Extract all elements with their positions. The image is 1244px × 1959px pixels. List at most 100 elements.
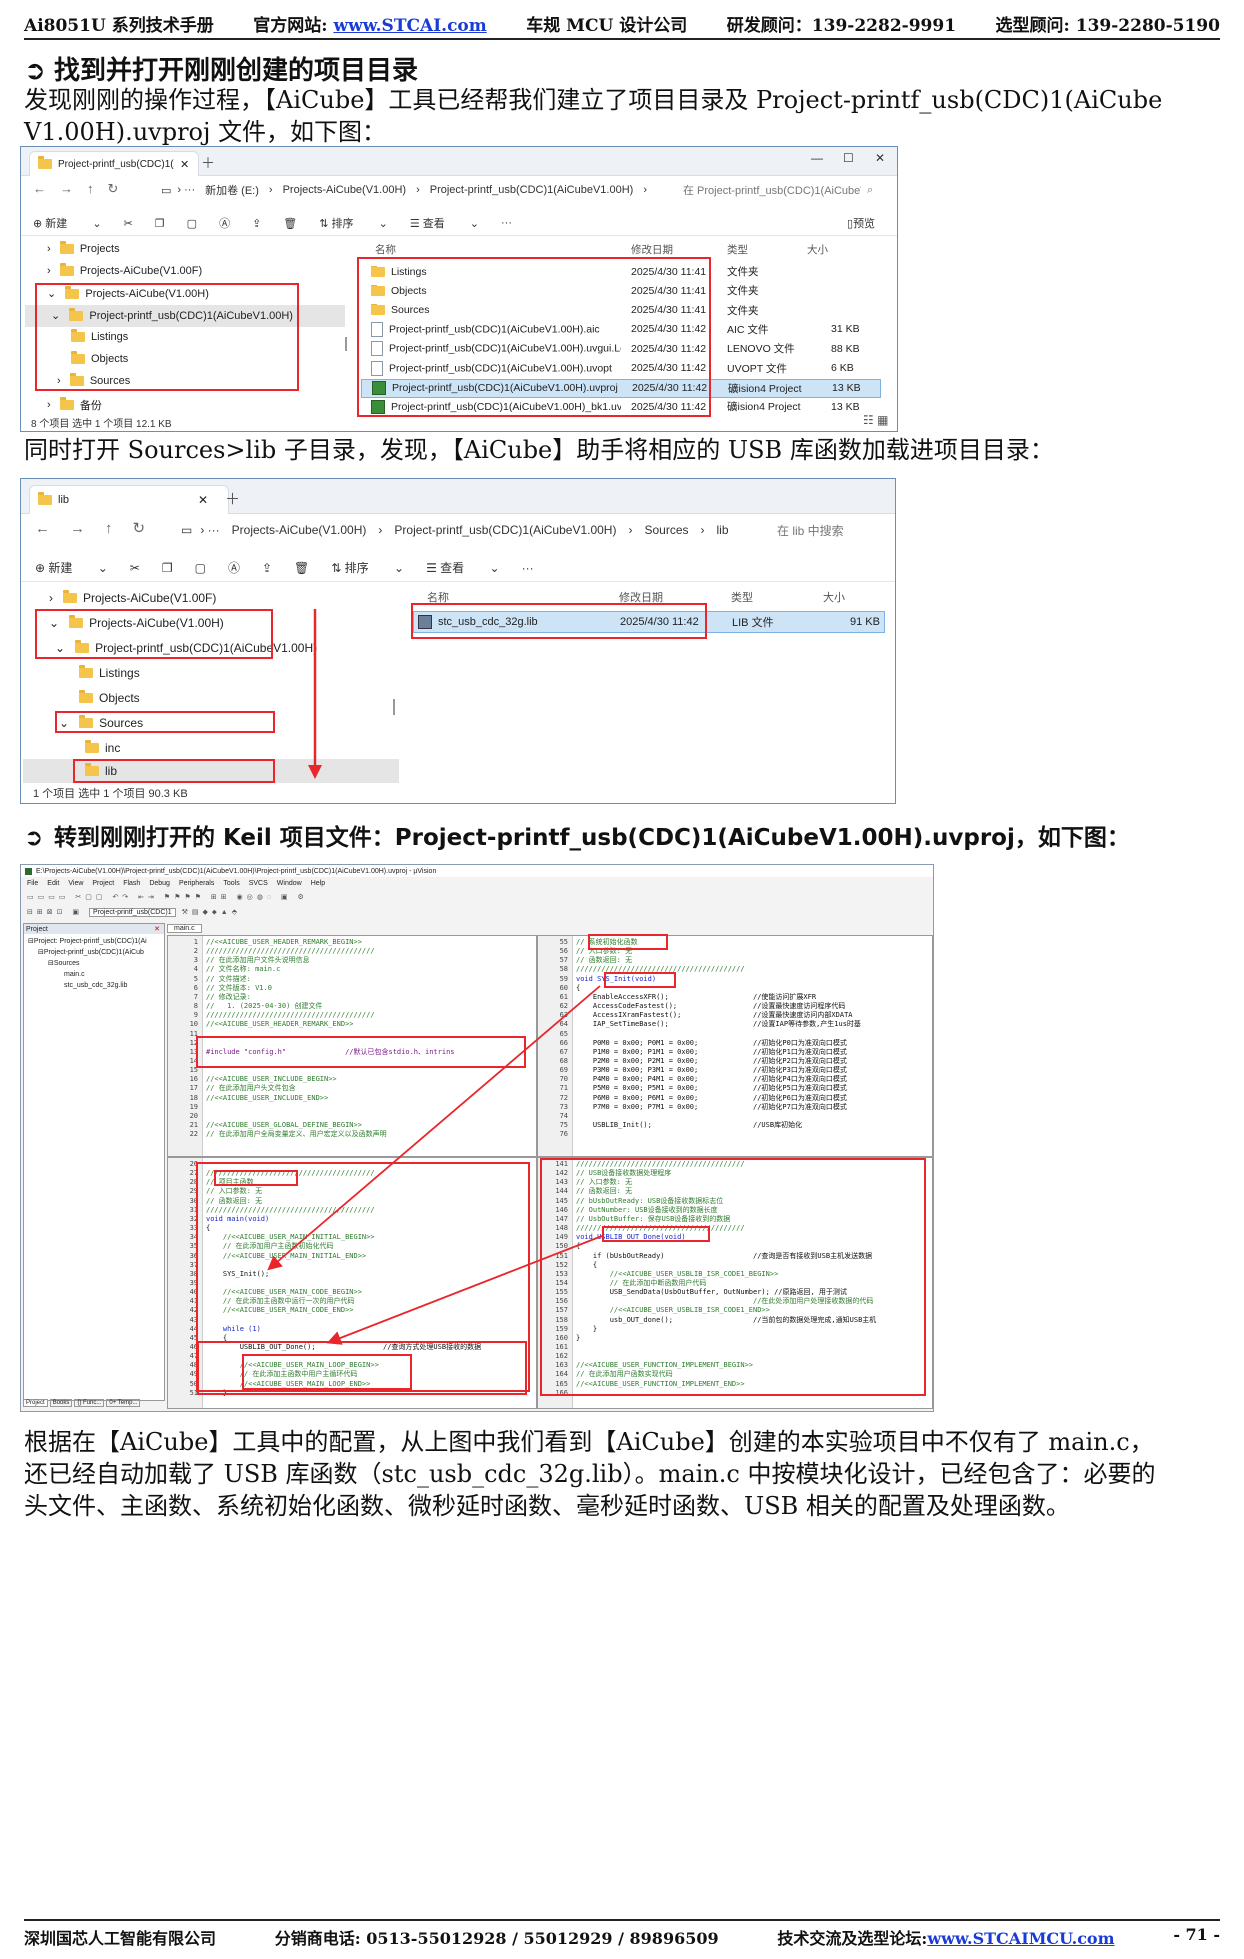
maximize-icon[interactable]: ☐ bbox=[843, 151, 854, 165]
code-line[interactable]: P5M0 = 0x00; P5M1 = 0x00; //初始化P5口为准双向口模… bbox=[576, 1084, 847, 1093]
website-link[interactable]: www.STCAI.com bbox=[333, 15, 487, 36]
code-line[interactable]: // 1. (2025-04-30) 创建文件 bbox=[206, 1002, 323, 1011]
close-window-icon[interactable]: ✕ bbox=[875, 151, 886, 165]
code-line[interactable]: //////////////////////////////////////// bbox=[206, 1205, 375, 1214]
code-line[interactable]: USBLIB_Init(); //USB库初始化 bbox=[576, 1121, 803, 1129]
nav-buttons[interactable]: ←→↑↻ bbox=[33, 181, 133, 196]
code-line[interactable]: } bbox=[206, 1388, 228, 1397]
tree-item-project-folder[interactable]: ⌄ Project-printf_usb(CDC)1(AiCubeV1.00H) bbox=[55, 640, 318, 655]
tree-item-backup[interactable]: › 备份 bbox=[47, 397, 102, 412]
tree-item-inc[interactable]: inc bbox=[85, 740, 120, 755]
sort-button[interactable]: ⇅ 排序 ⌄ bbox=[319, 218, 388, 230]
cut-icon[interactable]: ✂ bbox=[129, 560, 140, 575]
search-input[interactable]: 在 Project-printf_usb(CDC)1(AiCubeV1.0( ⌕ bbox=[683, 179, 887, 201]
code-line[interactable]: USBLIB_OUT_Done(); //查询方式处理USB接收的数据 bbox=[206, 1343, 482, 1351]
close-tab-icon[interactable]: ✕ bbox=[198, 493, 209, 507]
share-icon[interactable]: ⇪ bbox=[252, 217, 262, 230]
target-select[interactable]: Project-printf_usb(CDC)1 bbox=[89, 907, 176, 917]
tree-target[interactable]: ⊟ Project-printf_usb(CDC)1(AiCub bbox=[38, 948, 144, 957]
editor-tab[interactable]: main.c bbox=[167, 923, 227, 933]
code-line[interactable]: P1M0 = 0x00; P1M1 = 0x00; //初始化P1口为准双向口模… bbox=[576, 1047, 847, 1056]
code-line[interactable]: P0M0 = 0x00; P0M1 = 0x00; //初始化P0口为准双向口模… bbox=[576, 1038, 847, 1047]
code-line[interactable]: //////////////////////////////////////// bbox=[576, 965, 745, 974]
code-line[interactable]: { bbox=[576, 983, 581, 992]
menu-item[interactable]: Help bbox=[310, 879, 326, 887]
build-icons[interactable]: ⊟⊞⊠⊡ ▣ bbox=[27, 909, 84, 916]
menu-item[interactable]: Peripherals bbox=[178, 879, 215, 887]
more-button[interactable]: ··· bbox=[521, 560, 534, 575]
address-bar[interactable]: ▭ › ··· 新加卷 (E:)› Projects-AiCube(V1.00H… bbox=[161, 179, 667, 201]
file-row[interactable]: Project-printf_usb(CDC)1(AiCubeV1.00H)_b… bbox=[361, 398, 881, 415]
code-line[interactable]: // UsbOutBuffer: 保存USB设备接收到的数据 bbox=[576, 1214, 731, 1223]
code-line[interactable]: P4M0 = 0x00; P4M1 = 0x00; //初始化P4口为准双向口模… bbox=[576, 1075, 847, 1084]
code-line[interactable]: P7M0 = 0x00; P7M1 = 0x00; //初始化P7口为准双向口模… bbox=[576, 1102, 847, 1111]
code-line[interactable]: // 在此添加中断函数用户代码 bbox=[576, 1278, 707, 1287]
code-line[interactable]: AccessIXramFastest(); //设置最快速度访问内部XDATA bbox=[576, 1011, 853, 1020]
menu-item[interactable]: Project bbox=[92, 879, 115, 887]
code-line[interactable]: AccessCodeFastest(); //设置最快速度访问程序代码 bbox=[576, 1002, 846, 1011]
code-line[interactable]: //<<AICUBE_USER_MAIN_LOOP_BEGIN>> bbox=[206, 1361, 379, 1370]
close-tab-icon[interactable]: ✕ bbox=[180, 158, 190, 171]
menu-item[interactable]: View bbox=[68, 879, 84, 887]
tree-item-projects-aicube-h[interactable]: ⌄ Projects-AiCube(V1.00H) bbox=[47, 285, 209, 300]
code-line[interactable]: //<<AICUBE_USER_MAIN_LOOP_END>> bbox=[206, 1379, 371, 1388]
main-toolbar[interactable]: ▭▭▭▭ ✂▢▢ ↶↷ ⇤⇥ ⚑⚑⚑⚑ ⊞⊞ ◉◎◍◌ ▣ ⚙ bbox=[27, 894, 308, 901]
code-line[interactable]: // 项目主函数 bbox=[206, 1178, 254, 1187]
code-line[interactable]: // USB设备接收数据处理程序 bbox=[576, 1169, 672, 1178]
tree-item-projects-aicube-f[interactable]: › Projects-AiCube(V1.00F) bbox=[47, 263, 203, 277]
code-line[interactable]: // 系统初始化函数 bbox=[576, 938, 638, 946]
rename-icon[interactable]: Ⓐ bbox=[227, 561, 240, 575]
search-input[interactable]: 在 lib 中搜索 bbox=[777, 517, 885, 543]
delete-icon[interactable]: 🗑 bbox=[294, 560, 310, 575]
code-line[interactable]: P2M0 = 0x00; P2M1 = 0x00; //初始化P2口为准双向口模… bbox=[576, 1056, 847, 1065]
view-toggle-icons[interactable]: ☷ ▦ bbox=[863, 413, 889, 427]
code-line[interactable]: if (bUsbOutReady) //查询是否有接收到USB主机发送数据 bbox=[576, 1251, 873, 1260]
code-line[interactable]: //<<AICUBE_USER_INCLUDE_BEGIN>> bbox=[206, 1075, 337, 1084]
tree-item-projects-aicube-h[interactable]: ⌄ Projects-AiCube(V1.00H) bbox=[49, 615, 224, 630]
copy-icon[interactable]: ❐ bbox=[154, 217, 165, 230]
menu-item[interactable]: Edit bbox=[47, 879, 60, 887]
forum-link[interactable]: www.STCAIMCU.com bbox=[927, 1929, 1115, 1948]
code-line[interactable]: //<<AICUBE_USER_GLOBAL_DEFINE_BEGIN>> bbox=[206, 1121, 362, 1129]
code-line[interactable]: { bbox=[206, 1333, 228, 1342]
new-tab-icon[interactable]: ＋ bbox=[201, 155, 215, 171]
tree-scrollbar[interactable] bbox=[393, 699, 395, 715]
paste-icon[interactable]: ▢ bbox=[186, 217, 198, 230]
code-line[interactable]: SYS_Init(); bbox=[206, 1269, 270, 1278]
code-line[interactable]: while (1) bbox=[206, 1324, 261, 1333]
code-line[interactable]: // 在此添加用户函数实现代码 bbox=[576, 1370, 673, 1379]
code-line[interactable]: //<<AICUBE_USER_USBLIB_ISR_CODE1_BEGIN>> bbox=[576, 1269, 779, 1278]
file-row[interactable]: stc_usb_cdc_32g.lib 2025/4/30 11:42 LIB … bbox=[413, 611, 885, 633]
tree-file-lib[interactable]: stc_usb_cdc_32g.lib bbox=[64, 981, 128, 989]
code-line[interactable]: // 函数返回: 无 bbox=[206, 1196, 263, 1205]
code-line[interactable]: // 在此添加用户头文件包含 bbox=[206, 1084, 296, 1093]
tree-item-listings[interactable]: Listings bbox=[79, 665, 140, 680]
code-line[interactable]: { bbox=[576, 1260, 598, 1269]
tree-item-sources[interactable]: ⌄ Sources bbox=[59, 715, 144, 730]
close-panel-icon[interactable]: ✕ bbox=[154, 926, 160, 933]
file-row[interactable]: Project-printf_usb(CDC)1(AiCubeV1.00H).u… bbox=[361, 340, 881, 357]
explorer-tab[interactable]: Project-printf_usb(CDC)1(AiCul ✕ bbox=[29, 151, 199, 176]
code-line[interactable]: { bbox=[576, 1242, 581, 1251]
code-line[interactable]: // 文件名称: main.c bbox=[206, 965, 281, 974]
preview-button[interactable]: ▯ 预览 bbox=[847, 217, 876, 231]
cut-icon[interactable]: ✂ bbox=[123, 217, 133, 230]
code-line[interactable]: // 入口参数: 无 bbox=[206, 1187, 263, 1196]
code-line[interactable]: // 函数返回: 无 bbox=[576, 1187, 633, 1196]
code-line[interactable]: //////////////////////////////////////// bbox=[206, 1011, 375, 1020]
code-line[interactable]: //<<AICUBE_USER_HEADER_REMARK_BEGIN>> bbox=[206, 938, 362, 946]
code-line[interactable]: //在此处添加用户处理接收数据的代码 bbox=[576, 1297, 874, 1306]
code-line[interactable]: } bbox=[576, 1333, 581, 1342]
address-bar[interactable]: ▭ › ··· Projects-AiCube(V1.00H)› Project… bbox=[181, 517, 763, 543]
tree-scrollbar[interactable] bbox=[345, 337, 347, 351]
view-button[interactable]: ☰ 查看 ⌄ bbox=[409, 218, 480, 230]
tree-root[interactable]: ⊟ Project: Project-printf_usb(CDC)1(Ai bbox=[28, 937, 147, 946]
menu-item[interactable]: Window bbox=[276, 879, 302, 887]
code-line[interactable]: // 文件版本: V1.0 bbox=[206, 983, 272, 992]
code-line[interactable]: //<<AICUBE_USER_INCLUDE_END>> bbox=[206, 1093, 329, 1102]
more-button[interactable]: ··· bbox=[501, 217, 513, 229]
code-line[interactable]: void USBLIB_OUT_Done(void) bbox=[576, 1233, 686, 1242]
file-row[interactable]: Project-printf_usb(CDC)1(AiCubeV1.00H).a… bbox=[361, 321, 881, 338]
code-line[interactable]: USB_SendData(UsbOutBuffer, OutNumber); /… bbox=[576, 1288, 847, 1297]
